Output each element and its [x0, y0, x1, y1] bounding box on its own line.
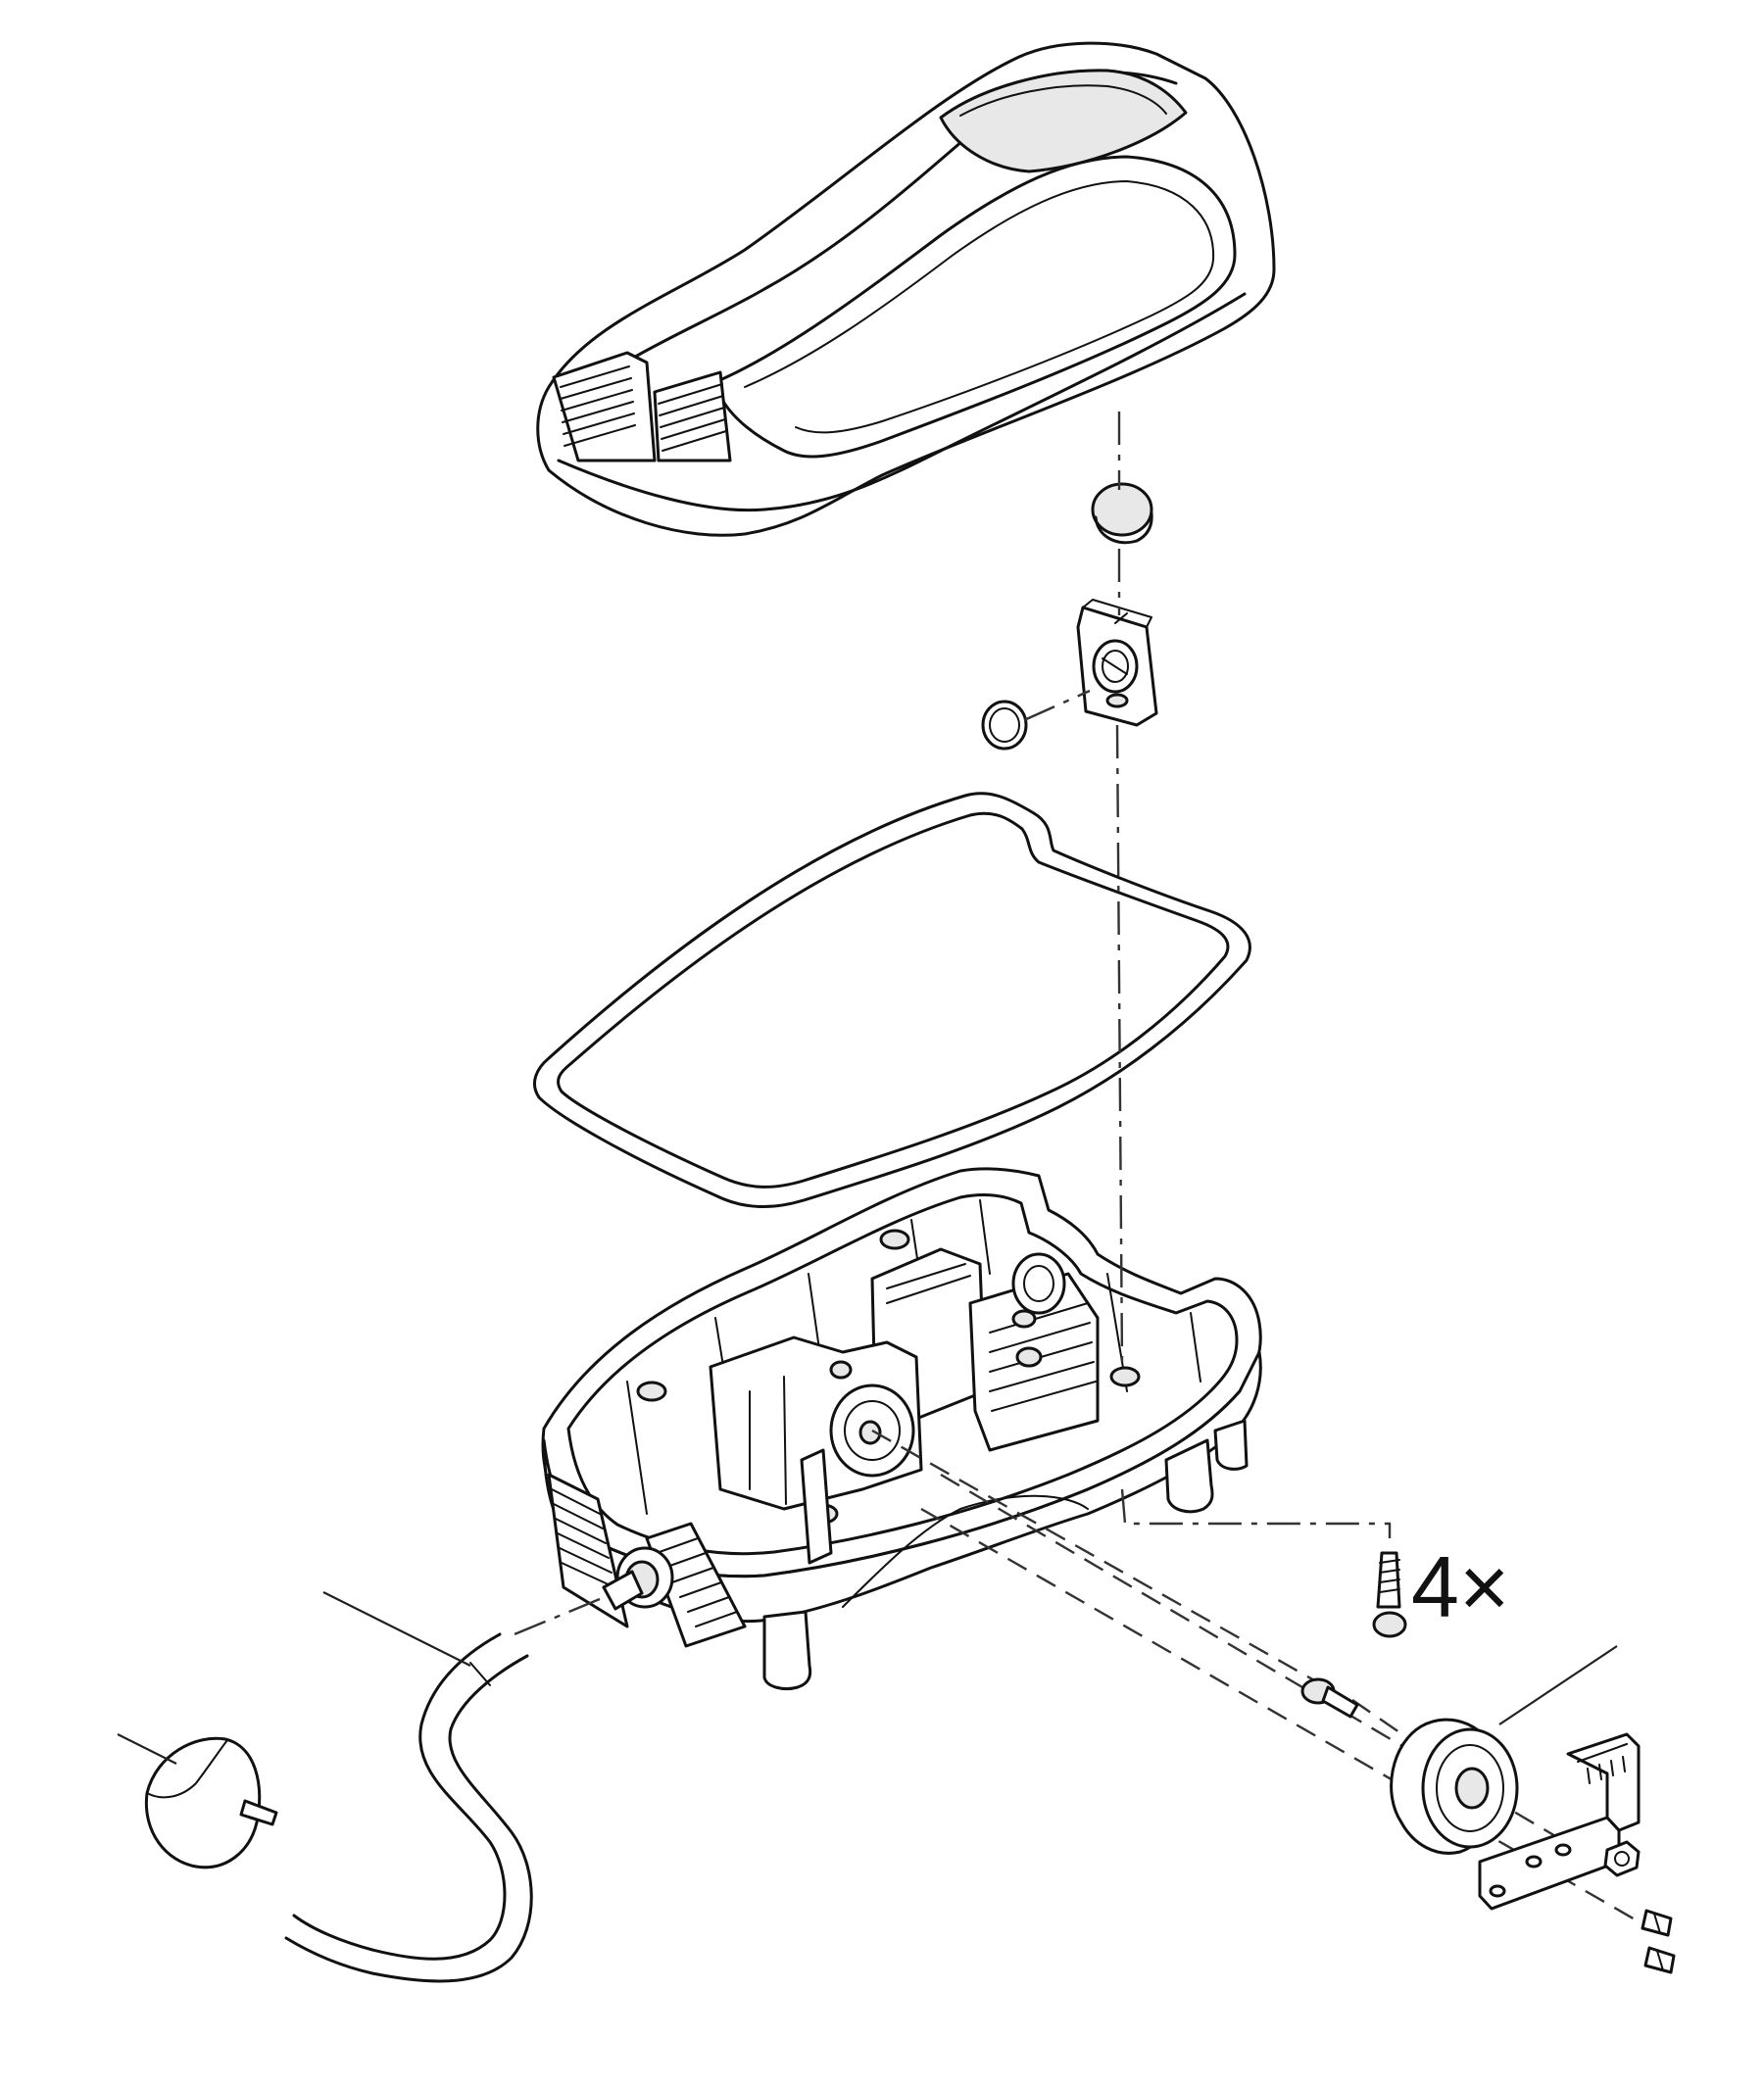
switch-module [1076, 599, 1158, 727]
cover-vent-grille [552, 351, 732, 462]
leader-lines [117, 1591, 1618, 1765]
hex-nut [1603, 1840, 1641, 1877]
top-cover [536, 41, 1276, 537]
gasket [533, 792, 1251, 1208]
diaphragm-pump-block [709, 1335, 923, 1565]
bracket-screw-1 [1641, 1909, 1673, 1937]
quantity-label: 4× [1411, 1538, 1509, 1635]
air-hose [284, 1632, 533, 1983]
bracket-screw-2 [1643, 1946, 1676, 1974]
housing-screw [1372, 1551, 1407, 1638]
air-outlet-nozzle [602, 1546, 674, 1611]
valve-screw [1300, 1677, 1359, 1719]
button-cap [1091, 482, 1153, 545]
base-housing [541, 1167, 1262, 1691]
o-ring [981, 700, 1028, 751]
right-pump-head [1011, 1252, 1066, 1315]
air-stone [144, 1736, 278, 1869]
diaphragm [1390, 1718, 1519, 1855]
